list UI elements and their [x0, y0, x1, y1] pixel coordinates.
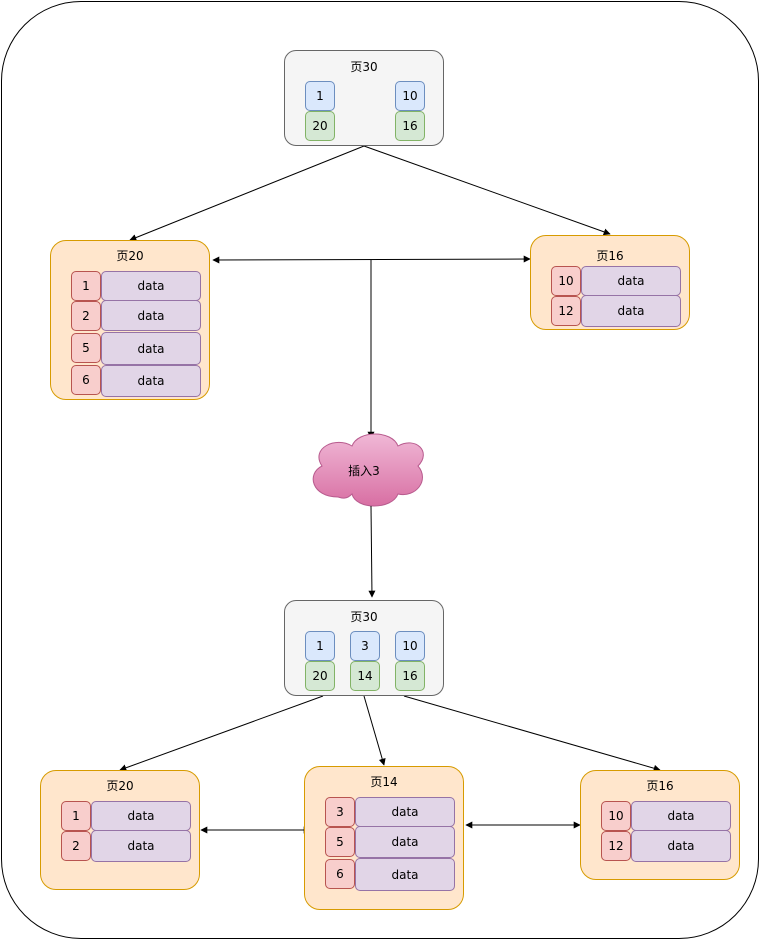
data-cell: data	[631, 830, 731, 862]
edge-root-to-leaf20-after	[119, 695, 324, 772]
key-cell: 3	[350, 631, 380, 661]
page-title: 页20	[106, 779, 134, 793]
sibling-link-before	[212, 255, 531, 264]
data-cell: data	[91, 830, 191, 862]
key-cell: 10	[395, 631, 425, 661]
key-cell: 1	[305, 81, 335, 111]
key-cell: 1	[305, 631, 335, 661]
data-cell: data	[101, 365, 201, 397]
insert-step-label: 插入3	[348, 464, 380, 478]
key-cell: 1	[61, 801, 91, 831]
leaf-page-20-after: 页20 1 data 2 data	[40, 770, 200, 890]
pointer-cell: 14	[350, 661, 380, 691]
data-cell: data	[101, 271, 201, 301]
pointer-cell: 16	[395, 661, 425, 691]
key-cell: 10	[395, 81, 425, 111]
leaf-page-14-after: 页14 3 data 5 data 6 data	[304, 766, 464, 910]
leaf-page-20-before: 页20 1 data 2 data 5 data 6 data	[50, 240, 210, 400]
edge-root-to-leaf20-before	[129, 145, 365, 241]
pointer-cell: 16	[395, 111, 425, 141]
data-cell: data	[631, 801, 731, 831]
data-cell: data	[91, 801, 191, 831]
key-cell: 1	[71, 271, 101, 301]
page-title: 页14	[370, 775, 398, 789]
page-title: 页20	[116, 249, 144, 263]
key-cell: 6	[71, 365, 101, 395]
data-cell: data	[101, 300, 201, 331]
key-cell: 3	[325, 797, 355, 827]
data-cell: data	[581, 266, 681, 296]
key-cell: 2	[61, 831, 91, 861]
data-cell: data	[355, 797, 455, 827]
edge-root-to-leaf16-after	[403, 695, 661, 772]
data-cell: data	[355, 858, 455, 891]
root-page-after: 页30 1 20 3 14 10 16	[284, 600, 444, 696]
key-cell: 12	[551, 296, 581, 326]
pointer-cell: 20	[305, 661, 335, 691]
leaf-page-16-before: 页16 10 data 12 data	[530, 235, 690, 330]
root-page-before: 页30 1 20 10 16	[284, 50, 444, 146]
pointer-cell: 20	[305, 111, 335, 141]
page-title: 页30	[350, 60, 378, 74]
key-cell: 2	[71, 301, 101, 331]
data-cell: data	[101, 332, 201, 365]
key-cell: 6	[325, 859, 355, 889]
key-cell: 5	[71, 333, 101, 363]
insert-cloud-shape	[312, 433, 424, 507]
page-title: 页30	[350, 610, 378, 624]
key-cell: 5	[325, 827, 355, 857]
page-title: 页16	[596, 249, 624, 263]
data-cell: data	[581, 295, 681, 327]
edge-cloud-to-new-root	[368, 505, 376, 598]
key-cell: 12	[601, 831, 631, 861]
edge-root-to-leaf14-after	[363, 695, 386, 766]
key-cell: 10	[601, 801, 631, 831]
key-cell: 10	[551, 266, 581, 296]
data-cell: data	[355, 826, 455, 858]
page-title: 页16	[646, 779, 674, 793]
leaf-page-16-after: 页16 10 data 12 data	[580, 770, 740, 880]
edge-root-to-leaf16-before	[363, 145, 611, 236]
